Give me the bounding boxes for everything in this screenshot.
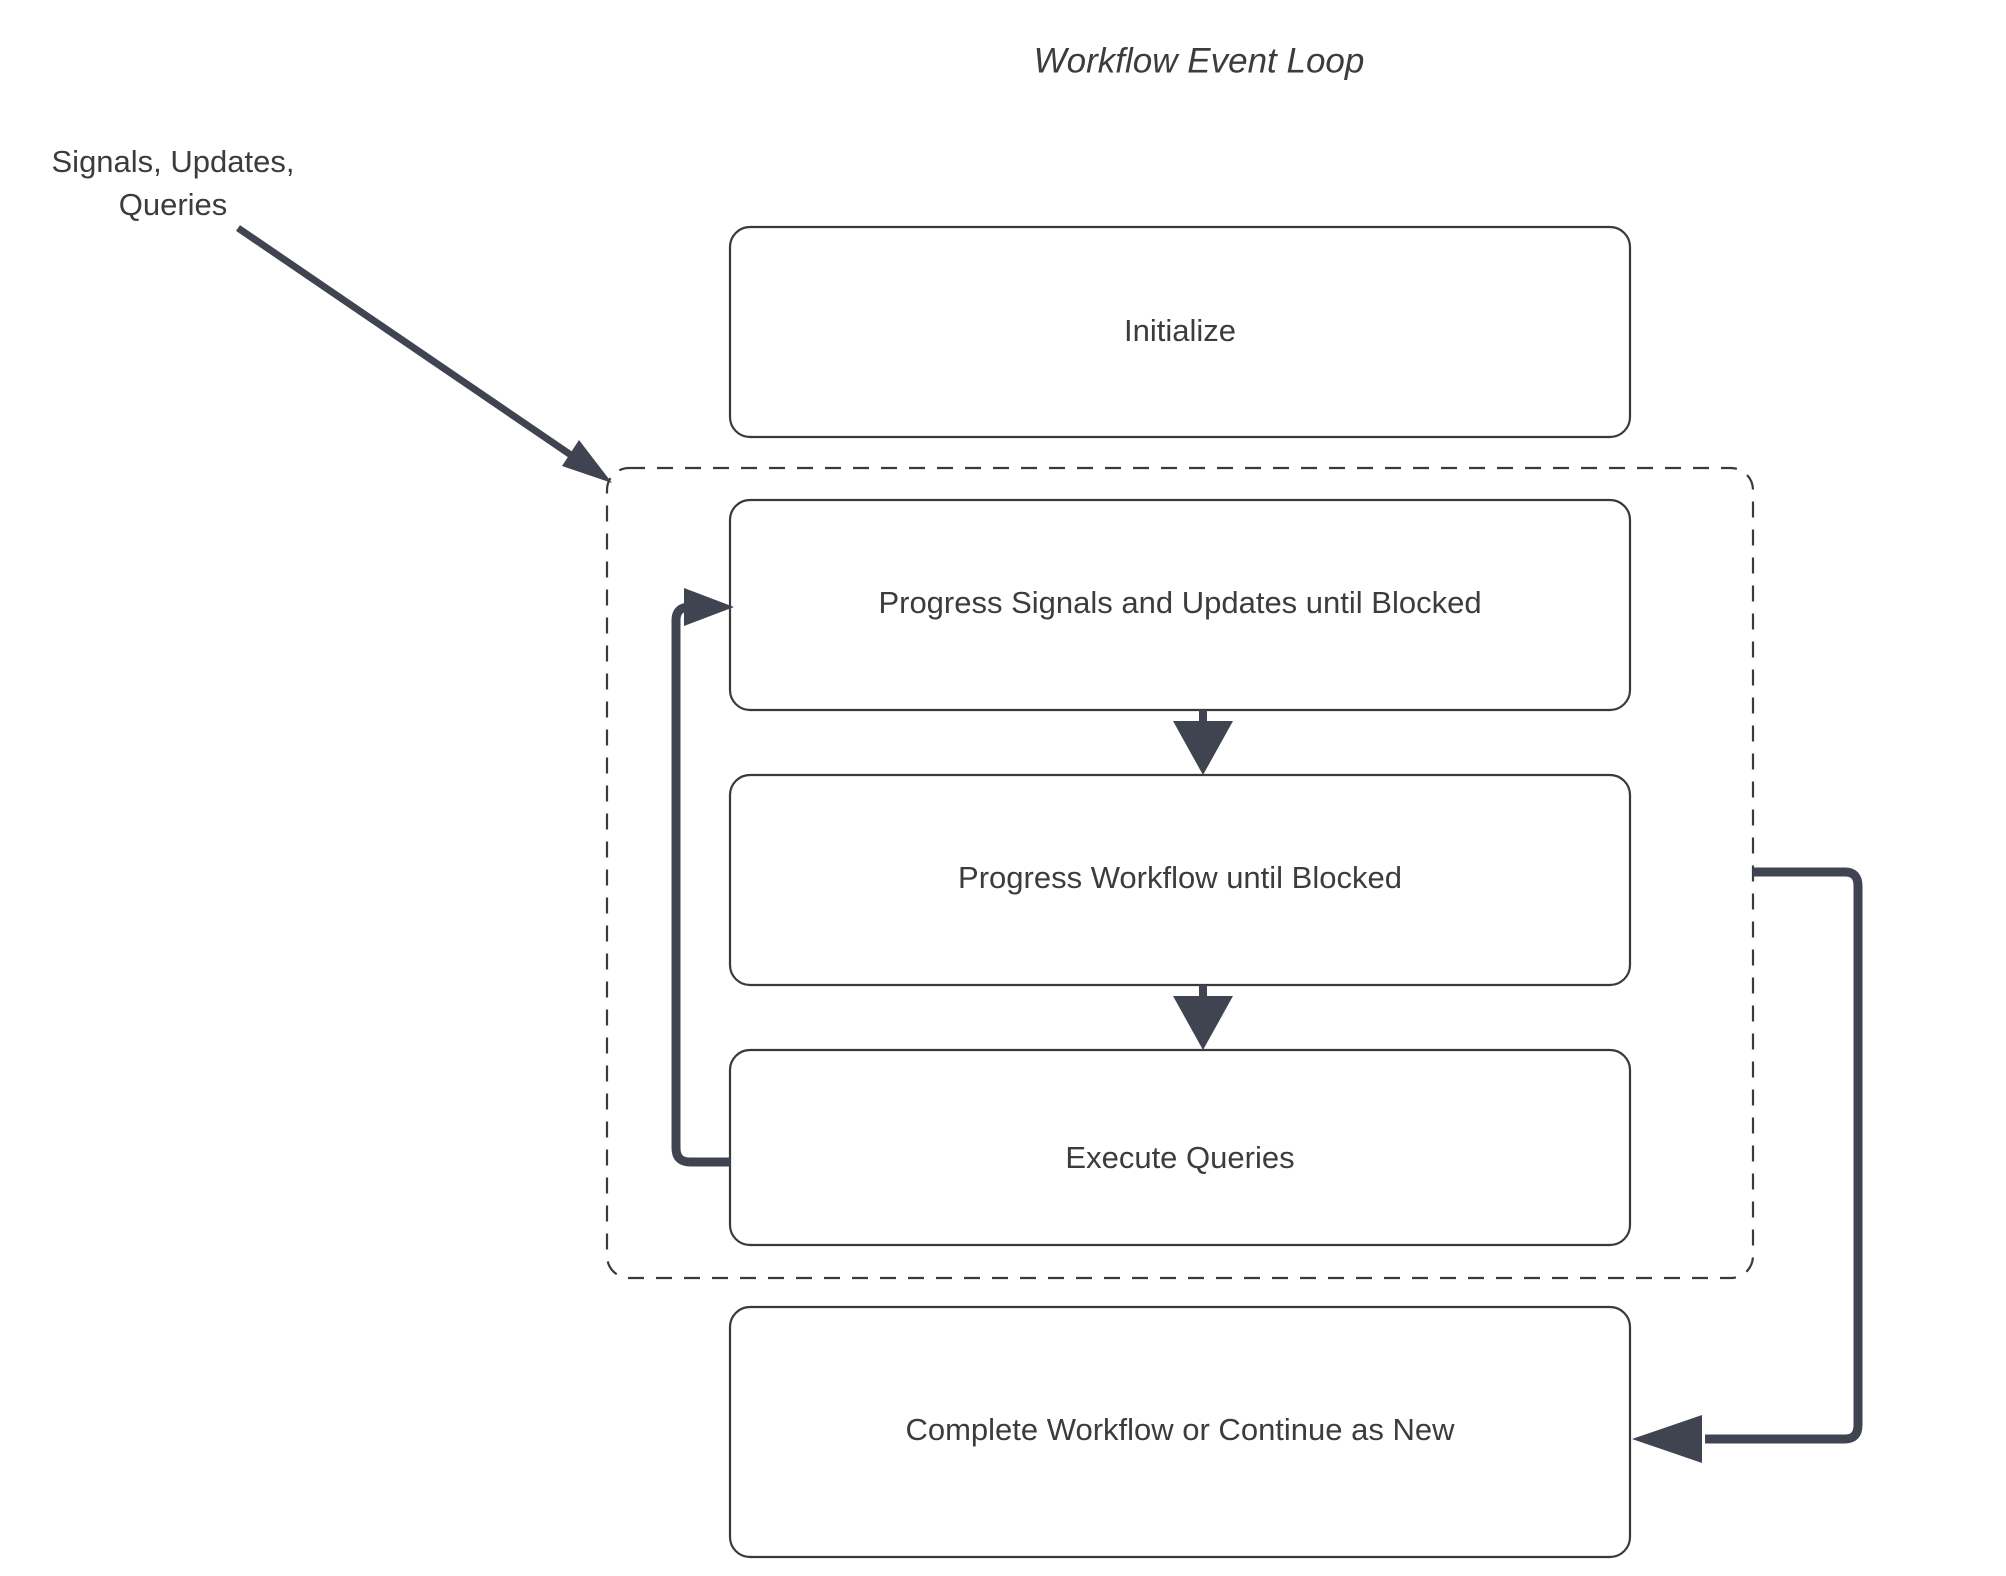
external-input-label-line2: Queries <box>119 187 228 222</box>
node-progress-signals-label: Progress Signals and Updates until Block… <box>878 585 1481 620</box>
external-input-label-line1: Signals, Updates, <box>52 144 295 179</box>
node-complete-workflow-label: Complete Workflow or Continue as New <box>905 1412 1455 1447</box>
edge-workflow-to-queries <box>1173 985 1233 1050</box>
node-initialize: Initialize <box>728 225 1632 439</box>
page-title: Workflow Event Loop <box>1034 41 1365 80</box>
node-execute-queries: Execute Queries <box>728 1048 1632 1247</box>
node-progress-workflow: Progress Workflow until Blocked <box>728 773 1632 987</box>
external-input-arrow <box>236 225 612 483</box>
edge-group-to-complete <box>1632 867 1863 1463</box>
node-complete-workflow: Complete Workflow or Continue as New <box>728 1305 1632 1559</box>
node-execute-queries-label: Execute Queries <box>1065 1140 1294 1175</box>
node-progress-signals: Progress Signals and Updates until Block… <box>728 498 1632 712</box>
node-initialize-label: Initialize <box>1124 313 1236 348</box>
node-progress-workflow-label: Progress Workflow until Blocked <box>958 860 1402 895</box>
edge-loopback-queries-to-signals <box>671 588 734 1167</box>
edge-signals-to-workflow <box>1173 710 1233 775</box>
